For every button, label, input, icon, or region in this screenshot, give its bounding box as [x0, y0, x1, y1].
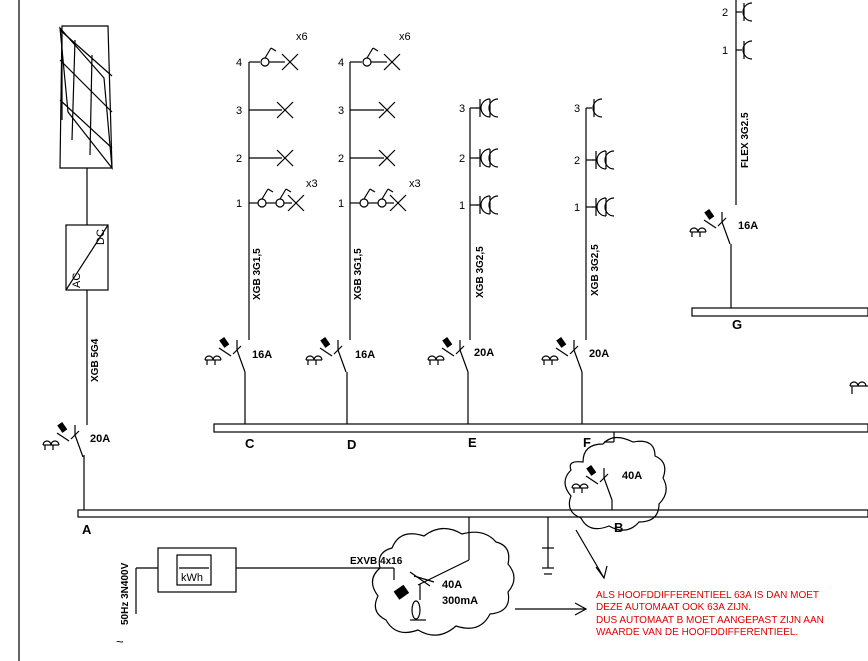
breaker-f-icon: [541, 336, 583, 373]
circuit-e-point: 3: [459, 103, 465, 115]
main-breaker-rating: 40A: [442, 579, 462, 591]
circuit-f-point: 1: [574, 202, 580, 214]
bus-g: [691, 307, 868, 317]
note-line: DEZE AUTOMAAT OOK 63A ZIJN.: [596, 602, 751, 613]
bus-label-g: G: [732, 317, 742, 332]
bus-a: [77, 509, 868, 518]
circuit-d-point: 2: [338, 153, 344, 165]
breaker-a-rating: 20A: [90, 433, 110, 445]
circuit-f-point: 3: [574, 103, 580, 115]
bus-label-e: E: [468, 435, 477, 450]
revision-cloud-b: [564, 436, 667, 531]
main-breaker-sensitivity: 300mA: [442, 595, 478, 607]
bus-label-d: D: [347, 437, 356, 452]
breaker-d-rating: 16A: [355, 349, 375, 361]
circuit-g-point: 1: [722, 45, 728, 57]
circuit-c-point: 1: [236, 198, 242, 210]
cable-label-g: FLEX 3G2.5: [740, 112, 751, 168]
circuit-c-point: 4: [236, 57, 242, 69]
bus-label-c: C: [245, 436, 255, 451]
note-arrow-b: [575, 529, 605, 579]
cable-label-c: XGB 3G1,5: [252, 248, 263, 300]
breaker-a-icon: [42, 421, 84, 458]
note-line: WAARDE VAN DE HOOFDDIFFERENTIEEL.: [596, 627, 798, 638]
circuit-c-point: 2: [236, 153, 242, 165]
breaker-e-icon: [427, 336, 469, 373]
breaker-b-icon: [571, 464, 613, 501]
breaker-c-icon: [204, 336, 246, 373]
circuit-f: 3 2 1 XGB 3G2,5 20A F: [541, 98, 615, 450]
circuit-g: 2 1 FLEX 3G2.5 16A G: [689, 0, 868, 332]
circuit-c-mult-bottom: x3: [306, 178, 318, 190]
circuit-d-point: 3: [338, 105, 344, 117]
circuit-c-point: 3: [236, 105, 242, 117]
breaker-e-rating: 20A: [474, 347, 494, 359]
cable-label-e: XGB 3G2,5: [475, 246, 486, 298]
bus-label-b: B: [614, 520, 623, 535]
breaker-d-icon: [305, 336, 347, 373]
inverter-icon: AC DC: [65, 224, 109, 291]
cable-label-main: EXVB 4x16: [350, 556, 403, 567]
inverter-dc-label: DC: [95, 229, 107, 245]
circuit-d: x6 x3 4 3 2 1 XGB 3G1,5 16A D: [305, 31, 421, 452]
inverter-ac-label: AC: [71, 273, 83, 288]
circuit-d-point: 4: [338, 57, 344, 69]
bus-label-f: F: [583, 435, 591, 450]
partial-breaker-icon: [849, 381, 868, 394]
circuit-d-mult-top: x6: [399, 31, 411, 43]
earth-icon: [542, 517, 554, 575]
cable-label-d: XGB 3G1,5: [353, 248, 364, 300]
solar-panel-icon: [59, 25, 113, 170]
note-line: ALS HOOFDDIFFERENTIEEL 63A IS DAN MOET: [596, 590, 819, 601]
breaker-g-icon: [689, 208, 731, 245]
breaker-f-rating: 20A: [589, 348, 609, 360]
circuit-g-point: 2: [722, 7, 728, 19]
circuit-d-point: 1: [338, 198, 344, 210]
energy-meter: [157, 547, 237, 593]
circuit-d-mult-bottom: x3: [409, 178, 421, 190]
circuit-c-mult-top: x6: [296, 31, 308, 43]
meter-label: kWh: [181, 572, 203, 584]
note-line: DUS AUTOMAAT B MOET AANGEPAST ZIJN AAN: [596, 615, 824, 626]
circuit-e-point: 1: [459, 200, 465, 212]
cable-label-f: XGB 3G2,5: [590, 244, 601, 296]
breaker-b-rating: 40A: [622, 470, 642, 482]
circuit-e-point: 2: [459, 153, 465, 165]
circuit-e: 3 2 1 XGB 3G2,5 20A E: [427, 98, 499, 450]
circuit-f-point: 2: [574, 155, 580, 167]
circuit-c: x6 x3 4 3 2 1 XGB 3G1,5 16A C: [204, 31, 318, 451]
revision-cloud-main: [371, 527, 515, 636]
breaker-c-rating: 16A: [252, 349, 272, 361]
breaker-g-rating: 16A: [738, 220, 758, 232]
bus-label-a: A: [82, 522, 92, 537]
bus-cdef: [213, 423, 868, 433]
cable-label-pv: XGB 5G4: [90, 338, 101, 382]
differential-breaker-icon: [393, 584, 410, 600]
ac-symbol: ~: [116, 634, 124, 649]
supply-label: 50Hz 3N400V: [120, 562, 131, 625]
